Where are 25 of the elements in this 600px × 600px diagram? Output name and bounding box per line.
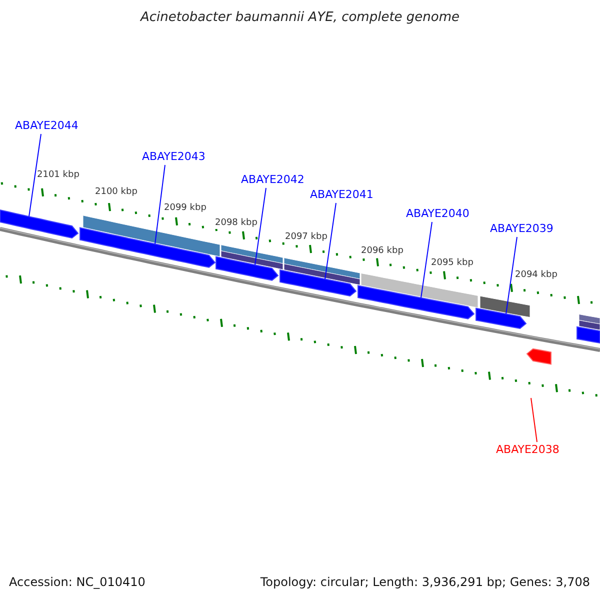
accession-text: Accession: NC_010410 (9, 576, 146, 588)
gene-label: ABAYE2042 (241, 174, 304, 186)
scale-label: 2100 kbp (95, 186, 138, 198)
leader-line (28, 134, 42, 217)
gene-label: ABAYE2044 (15, 120, 78, 132)
scale-label: 2101 kbp (37, 169, 80, 181)
gene-label: ABAYE2040 (406, 208, 470, 220)
scale-label: 2094 kbp (515, 269, 558, 281)
scale-label: 2095 kbp (431, 257, 474, 269)
leader-line (530, 398, 538, 442)
title: Acinetobacter baumannii AYE, complete genome (139, 12, 461, 24)
leader-line (254, 188, 266, 266)
genome-summary: Topology: circular; Length: 3,936,291 bp; Genes: 3,708 (260, 576, 590, 588)
scale-label: 2098 kbp (215, 217, 258, 229)
leader-line (506, 236, 518, 314)
gene-label: ABAYE2039 (490, 223, 554, 235)
leader-line (324, 202, 336, 280)
gene-label: ABAYE2041 (310, 189, 374, 201)
gene-label: ABAYE2038 (496, 444, 560, 456)
scale-label: 2099 kbp (164, 202, 206, 214)
scale-label: 2096 kbp (361, 245, 404, 257)
gene-label: ABAYE2043 (142, 151, 206, 163)
scale-label: 2097 kbp (285, 231, 328, 243)
leader-line (154, 164, 166, 244)
leader-line (420, 222, 432, 298)
